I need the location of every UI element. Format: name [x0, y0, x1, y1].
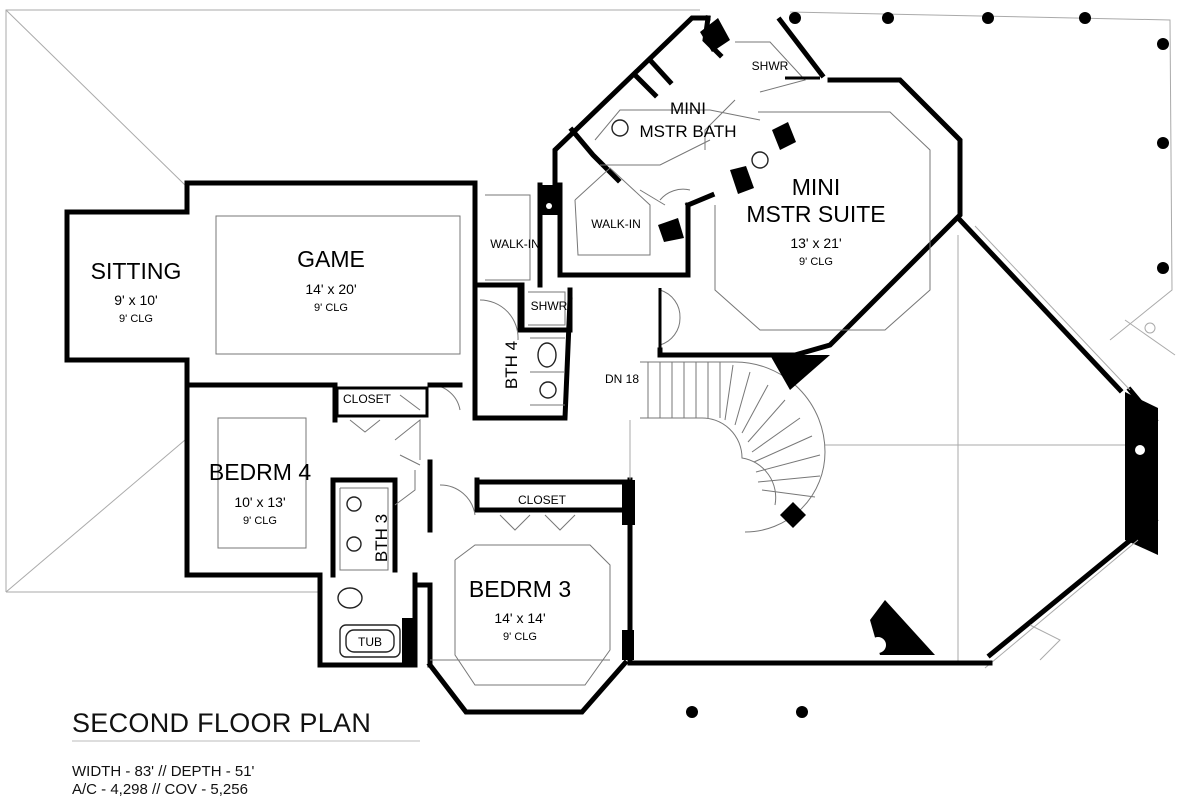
- plan-area: A/C - 4,298 // COV - 5,256: [72, 781, 248, 798]
- game-name: GAME: [297, 246, 365, 272]
- master-bath: [568, 18, 820, 194]
- plan-width-depth: WIDTH - 83' // DEPTH - 51': [72, 763, 255, 780]
- walkin-bth4-label: WALK-IN: [490, 237, 540, 251]
- tub-label: TUB: [358, 635, 382, 649]
- suite-clg: 9' CLG: [799, 256, 833, 268]
- sitting-clg: 9' CLG: [119, 313, 153, 325]
- bedrm3-clg: 9' CLG: [503, 631, 537, 643]
- suite-name-2: MSTR SUITE: [746, 201, 885, 227]
- stair: [629, 355, 935, 655]
- bedrm3-closet: [439, 477, 635, 660]
- walkin-suite: [574, 167, 716, 256]
- shwr-bth4-label: SHWR: [531, 299, 568, 313]
- bedrm4-area: [217, 382, 463, 549]
- bedrm3-size: 14' x 14': [494, 610, 545, 626]
- bath4-area: [477, 182, 573, 406]
- title-block: SECOND FLOOR PLAN WIDTH - 83' // DEPTH -…: [72, 708, 420, 798]
- suite-name-1: MINI: [792, 174, 841, 200]
- hall-doors: [658, 288, 681, 350]
- bath-name-2: MSTR BATH: [640, 122, 737, 141]
- game-size: 14' x 20': [305, 281, 356, 297]
- open-to-below: [825, 216, 1159, 669]
- bedrm3-name: BEDRM 3: [469, 576, 571, 602]
- bedrm3-bay: [426, 544, 629, 715]
- stair-dn-label: DN 18: [605, 372, 639, 386]
- bth4-label: BTH 4: [502, 341, 521, 389]
- bedrm4-size: 10' x 13': [234, 494, 285, 510]
- game-area: [65, 215, 461, 355]
- bath-name-1: MINI: [670, 99, 706, 118]
- bath3-area: [330, 470, 416, 663]
- bth3-label: BTH 3: [372, 514, 391, 562]
- bedrm4-clg: 9' CLG: [243, 515, 277, 527]
- suite-octagon: [704, 99, 931, 331]
- closet-b4-label: CLOSET: [343, 392, 392, 406]
- roof-outline: [5, 9, 1176, 593]
- walkin-suite-label: WALK-IN: [591, 217, 641, 231]
- shwr-top-label: SHWR: [752, 59, 789, 73]
- sitting-size: 9' x 10': [114, 292, 157, 308]
- sitting-name: SITTING: [91, 258, 182, 284]
- exterior-walls: [64, 15, 993, 668]
- game-clg: 9' CLG: [314, 302, 348, 314]
- porch-columns: [686, 12, 1169, 718]
- closet-b3-label: CLOSET: [518, 493, 567, 507]
- bedrm4-name: BEDRM 4: [209, 459, 311, 485]
- room-labels: SITTING 9' x 10' 9' CLG GAME 14' x 20' 9…: [91, 59, 886, 649]
- plan-title: SECOND FLOOR PLAN: [72, 708, 371, 738]
- suite-size: 13' x 21': [790, 235, 841, 251]
